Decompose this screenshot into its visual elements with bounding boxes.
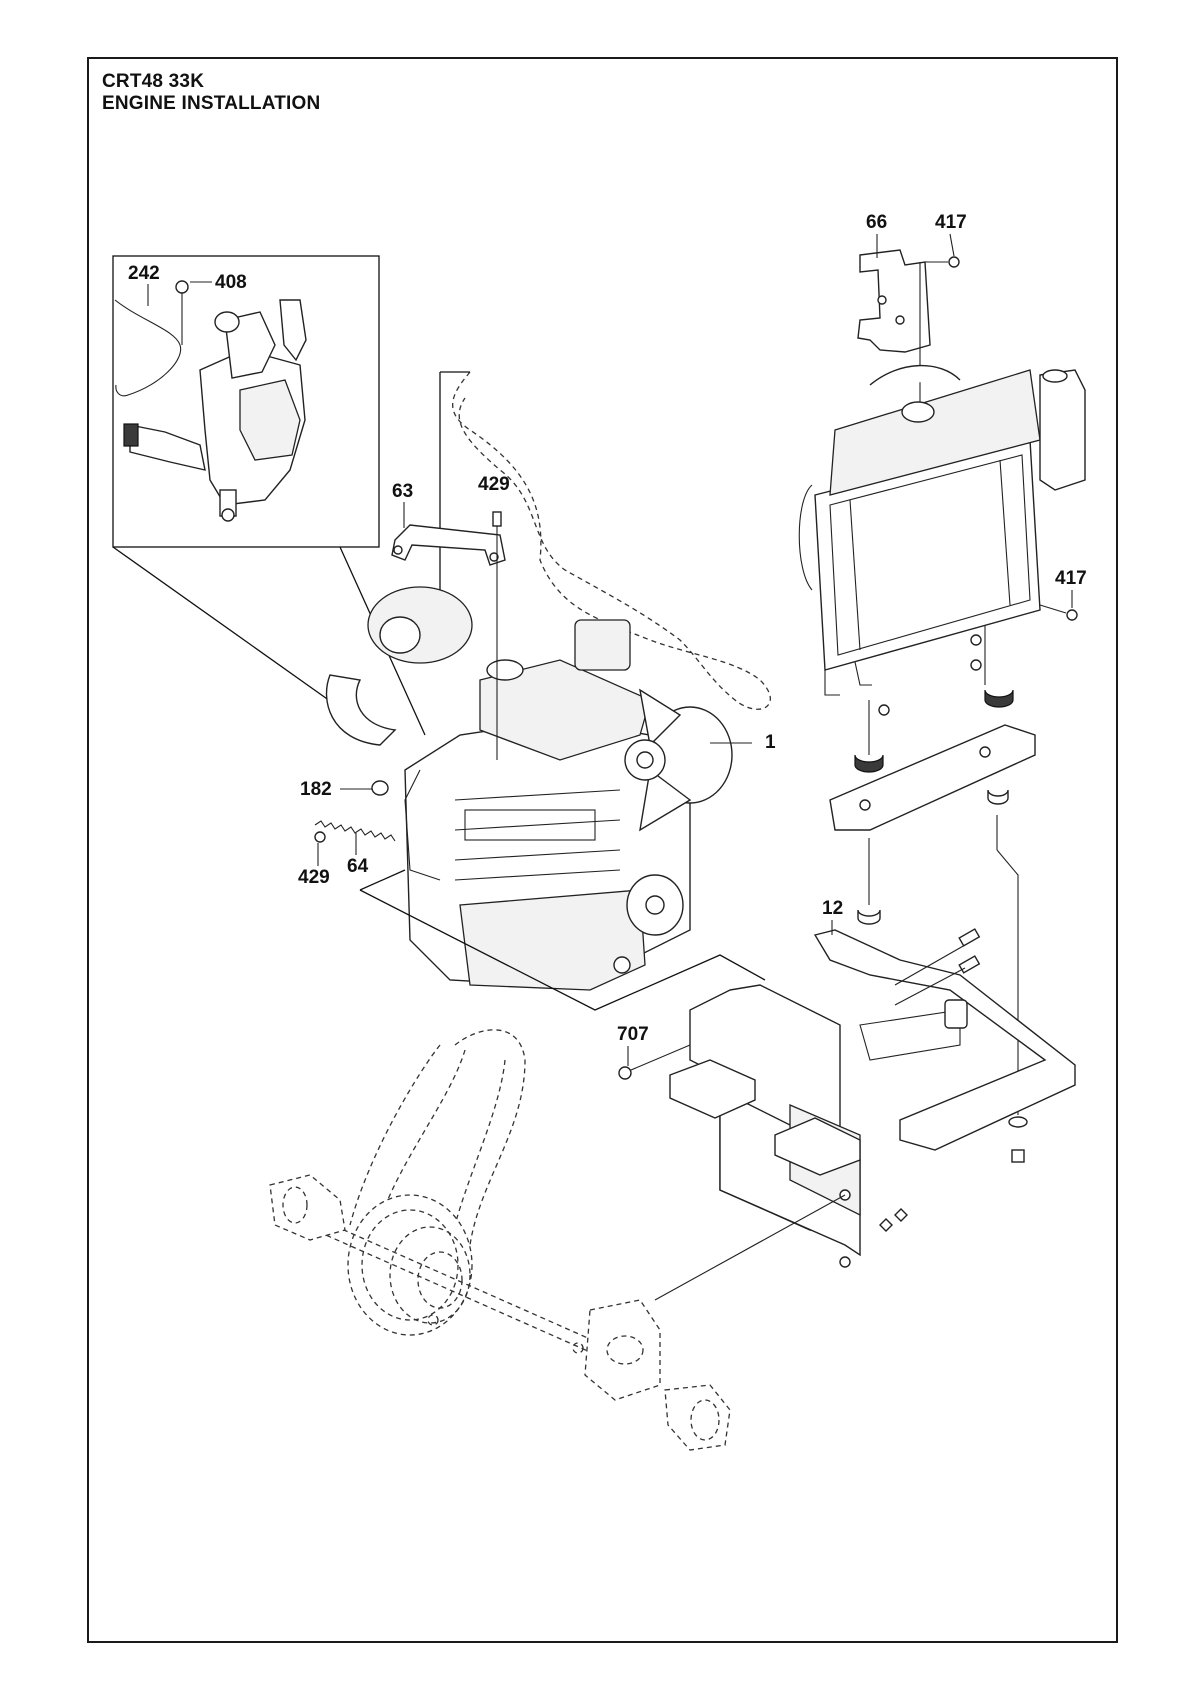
fan-blade-2: [639, 768, 692, 832]
washer-frame: [1008, 1116, 1028, 1128]
bolt-429-top: [492, 511, 502, 527]
callout-707: 707: [617, 1024, 649, 1045]
carburetor-detail-inset: 242 408: [112, 255, 426, 741]
choke-arm: [279, 299, 307, 362]
drive-belt: [454, 1029, 526, 1246]
bolt-429-bottom: [314, 831, 326, 843]
intake-port: [214, 311, 240, 333]
oil-filler-cap: [486, 659, 524, 681]
fan-blade-1: [639, 688, 682, 747]
engine-base-leader: [359, 889, 766, 1011]
frame-bolt-2: [958, 955, 981, 974]
screw-408: [175, 280, 189, 294]
axle-right-hub: [664, 1384, 731, 1451]
isolator-left: [854, 754, 884, 773]
callout-63: 63: [392, 481, 413, 502]
float-bowl: [239, 379, 301, 461]
radiator-assembly: 66 417 417: [798, 212, 1087, 1115]
carburetor-top: [224, 311, 276, 379]
valve-cover: [479, 659, 651, 761]
clip-182: [371, 780, 389, 796]
frame-bolt-1: [958, 928, 981, 947]
intake-hose: [325, 674, 397, 746]
radiator-cap: [901, 401, 935, 423]
callout-417-top: 417: [935, 212, 967, 233]
gasket-242: [114, 299, 182, 397]
drain-screw: [221, 508, 235, 522]
lock-washer-1: [879, 1218, 893, 1232]
isolator-right: [984, 689, 1014, 708]
callout-12: 12: [822, 898, 843, 919]
bracket-66: [857, 249, 931, 353]
callout-66: 66: [866, 212, 887, 233]
bolt-417-side: [1066, 609, 1078, 621]
overflow-tank: [1039, 369, 1086, 491]
diagram-frame: [87, 57, 1118, 1643]
engine-frame-assembly: 12 707: [617, 898, 1076, 1301]
callout-1: 1: [765, 732, 776, 753]
solenoid-connector: [123, 423, 139, 447]
oil-pan: [459, 889, 646, 991]
driven-pulley: [347, 1194, 473, 1336]
bolt-707: [618, 1066, 632, 1080]
callout-408: 408: [215, 272, 247, 293]
crossmember-left: [669, 1059, 756, 1119]
axle-gearbox: [584, 1299, 661, 1401]
injection-pump: [464, 809, 596, 841]
radiator-mount-rail: [829, 724, 1036, 831]
frame-side-plate: [813, 929, 1076, 1151]
drain-bolt: [613, 956, 631, 974]
callout-64: 64: [347, 856, 369, 877]
inset-box: [112, 255, 380, 548]
isolator-lower-left: [857, 909, 881, 925]
diagram-section-title: ENGINE INSTALLATION: [102, 93, 321, 114]
spring-64: [314, 820, 396, 842]
lock-washer-2: [894, 1208, 908, 1222]
upper-hose: [869, 364, 961, 386]
callout-242: 242: [128, 263, 160, 284]
callout-429-top: 429: [478, 474, 510, 495]
diagram-model-title: CRT48 33K: [102, 71, 205, 92]
callout-429-bottom: 429: [298, 867, 330, 888]
drivetrain-reference-dashed: [269, 1029, 731, 1451]
alternator-top: [574, 619, 631, 671]
fuel-solenoid: [129, 424, 206, 471]
bracket-63: [391, 524, 506, 566]
isolator-lower-right: [987, 789, 1009, 805]
callout-417-side: 417: [1055, 568, 1087, 589]
engine-assembly: 63 429 1 182 64 429: [298, 371, 776, 1011]
intake-outlet: [379, 616, 421, 654]
nut-frame: [1011, 1149, 1025, 1163]
crossmember-right: [774, 1117, 861, 1176]
bolt-417-top: [948, 256, 960, 268]
callout-182: 182: [300, 779, 332, 800]
